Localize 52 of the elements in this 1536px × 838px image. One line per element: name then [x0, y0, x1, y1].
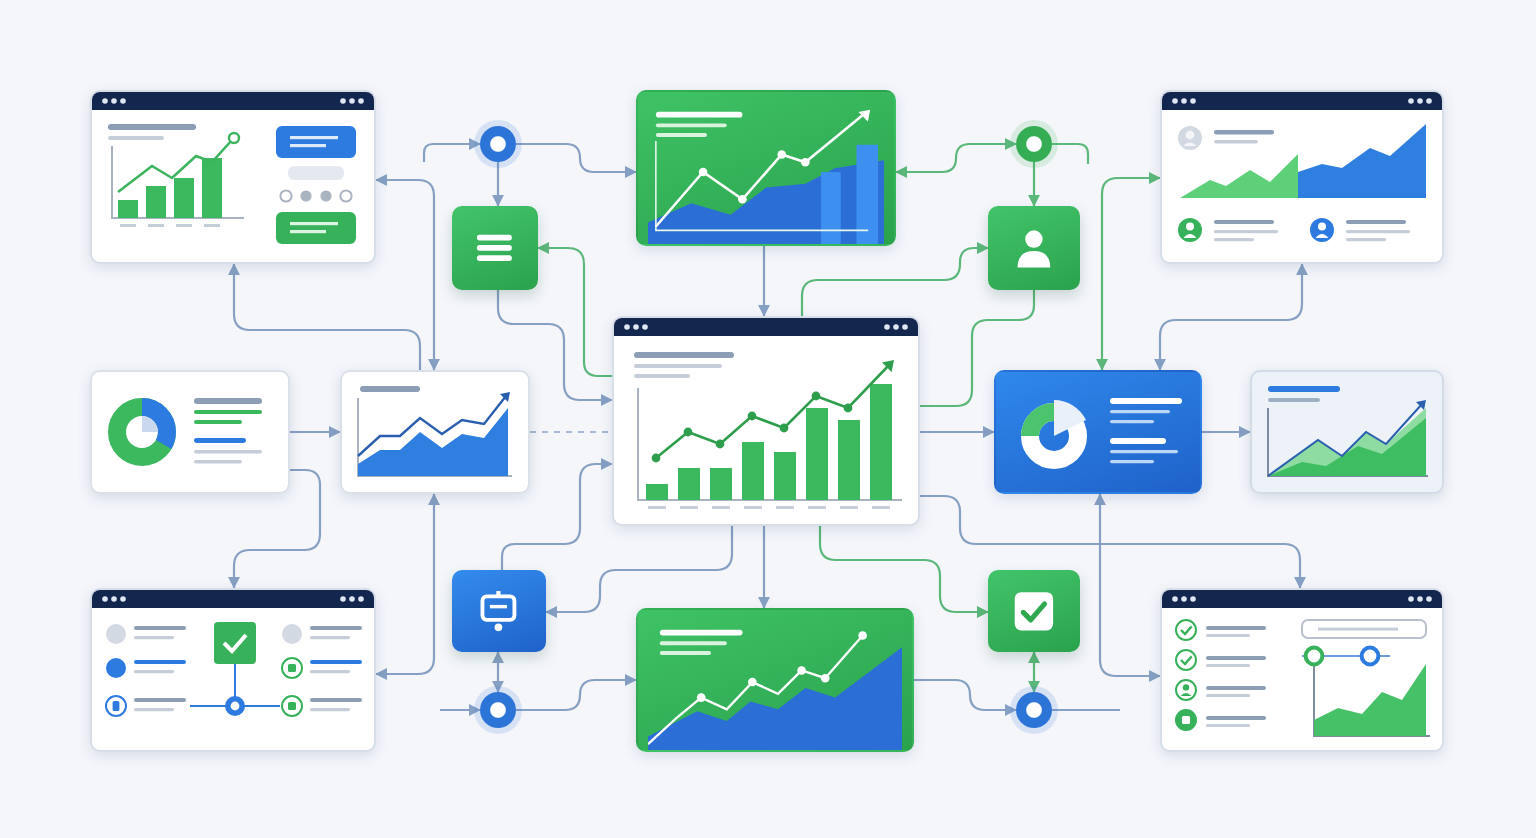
- arrow: [545, 526, 734, 618]
- chart-card: [90, 370, 290, 494]
- monitor-icon: [452, 570, 546, 652]
- arrow: [492, 162, 504, 207]
- arrow: [375, 493, 440, 680]
- arrow: [290, 426, 341, 438]
- connector-line: [920, 290, 1036, 408]
- arrow: [500, 458, 613, 570]
- arrow: [920, 494, 1306, 589]
- list-icon: [452, 206, 538, 290]
- browser-window: [612, 316, 920, 526]
- dashed-line: [530, 430, 612, 434]
- arrow: [818, 526, 989, 618]
- arrow: [1096, 172, 1161, 371]
- browser-window: [1160, 90, 1444, 264]
- arrow: [1028, 162, 1040, 207]
- browser-window: [90, 90, 376, 264]
- arrow: [758, 526, 770, 609]
- checkbox-icon: [988, 570, 1080, 652]
- chart-card: [340, 370, 530, 494]
- browser-window: [90, 588, 376, 752]
- connector-line: [1052, 142, 1090, 164]
- arrow: [895, 138, 1017, 178]
- arrow: [758, 246, 770, 317]
- arrow: [375, 174, 440, 371]
- ring-icon: [1016, 692, 1052, 728]
- ring-icon: [480, 692, 516, 728]
- person-icon: [988, 206, 1080, 290]
- chart-card: [636, 608, 914, 752]
- chart-card: [636, 90, 896, 246]
- arrow: [496, 290, 613, 406]
- arrow: [1154, 263, 1308, 371]
- arrow: [537, 242, 612, 378]
- arrow: [228, 468, 322, 589]
- arrow: [1028, 651, 1040, 693]
- browser-window: [1160, 588, 1444, 752]
- arrow: [516, 674, 637, 712]
- arrow: [800, 242, 989, 316]
- arrow: [492, 651, 504, 693]
- arrow: [516, 142, 637, 178]
- connector-line: [1052, 708, 1120, 712]
- chart-card: [994, 370, 1202, 494]
- ring-icon: [1016, 126, 1052, 162]
- arrow: [422, 138, 481, 162]
- arrow: [228, 263, 422, 370]
- arrow: [920, 426, 995, 438]
- arrow: [914, 678, 1017, 716]
- ring-icon: [480, 126, 516, 162]
- arrow: [1094, 493, 1161, 682]
- arrow: [1202, 426, 1251, 438]
- chart-card: [1250, 370, 1444, 494]
- arrow: [440, 704, 481, 716]
